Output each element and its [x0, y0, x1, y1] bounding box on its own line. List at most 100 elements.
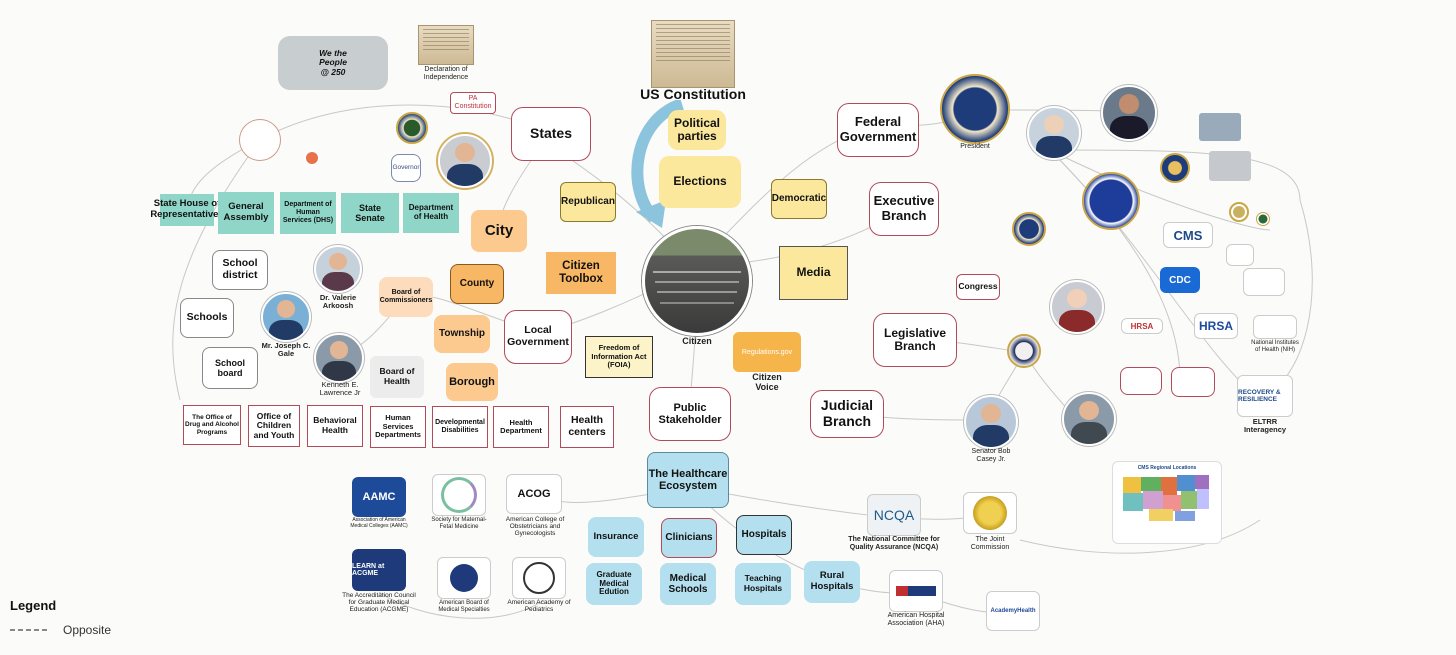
us-constitution-document-image	[651, 20, 735, 88]
school-board-node[interactable]: School board	[202, 347, 258, 389]
hhs-seal	[1082, 172, 1140, 230]
congress-node[interactable]: Congress	[956, 274, 1000, 300]
cms-logo: CMS	[1163, 222, 1213, 248]
biden-photo	[1027, 106, 1081, 160]
smfm-caption: Society for Maternal-Fetal Medicine	[431, 517, 487, 530]
developmental-disabilities-node[interactable]: Developmental Disabilities	[432, 406, 488, 448]
office-drug-node[interactable]: The Office of Drug and Alcohol Programs	[183, 405, 241, 445]
hrsa-small-logo: HRSA	[1121, 318, 1163, 334]
republican-node[interactable]: Republican	[560, 182, 616, 222]
us-map-icon	[1123, 475, 1209, 521]
states-node[interactable]: States	[511, 107, 591, 161]
media-node[interactable]: Media	[779, 246, 848, 300]
governor-photo	[438, 134, 492, 188]
legend-dashed-line	[10, 629, 50, 631]
city-node[interactable]: City	[471, 210, 527, 252]
pa-constitution-node[interactable]: PA Constitution	[450, 92, 496, 114]
congresswoman-photo	[1050, 280, 1104, 334]
legislative-branch-node[interactable]: Legislative Branch	[873, 313, 957, 367]
smfm-logo	[432, 474, 486, 516]
township-node[interactable]: Township	[434, 315, 490, 353]
cdc-logo: CDC	[1160, 267, 1200, 293]
citizen-voice-caption: Citizen Voice	[752, 372, 782, 392]
human-services-node[interactable]: Human Services Departments	[370, 406, 426, 448]
rural-hospitals-node[interactable]: Rural Hospitals	[804, 561, 860, 603]
legend-title: Legend	[10, 598, 57, 613]
medical-schools-node[interactable]: Medical Schools	[660, 563, 716, 605]
harris-photo	[1101, 85, 1157, 141]
joseph-photo	[261, 292, 311, 342]
abms-caption: American Board of Medical Specialties	[438, 600, 490, 613]
joseph-caption: Mr. Joseph C. Gale	[261, 341, 311, 359]
house-representatives-seal	[1012, 212, 1046, 246]
citizen-caption: Citizen	[682, 336, 712, 346]
small-gold-seal	[1229, 202, 1249, 222]
board-commissioners-node[interactable]: Board of Commissioners	[379, 277, 433, 317]
general-assembly-node[interactable]: General Assembly	[218, 192, 274, 234]
federal-government-node[interactable]: Federal Government	[837, 103, 919, 157]
small-red-badge-logo	[304, 150, 320, 166]
us-constitution-label: US Constitution	[640, 86, 746, 103]
citizen-photo	[642, 226, 752, 336]
president-caption: President	[960, 143, 990, 150]
senate-seal	[1007, 334, 1041, 368]
teaching-hospitals-node[interactable]: Teaching Hospitals	[735, 563, 791, 605]
innovation-box	[1171, 367, 1215, 397]
healthcare-ecosystem-node[interactable]: The Healthcare Ecosystem	[647, 452, 729, 508]
borough-node[interactable]: Borough	[446, 363, 498, 401]
ahrq-logo	[1243, 268, 1285, 296]
maternal-health-box	[1120, 367, 1162, 395]
board-health-node[interactable]: Board of Health	[370, 356, 424, 398]
democratic-node[interactable]: Democratic	[771, 179, 827, 219]
abms-logo	[437, 557, 491, 599]
elections-node[interactable]: Elections	[659, 156, 741, 208]
declaration-caption: Declaration of Independence	[423, 66, 469, 81]
acgme-caption: The Accreditation Council for Graduate M…	[342, 592, 416, 614]
aha-caption: American Hospital Association (AHA)	[887, 612, 945, 627]
aamc-caption: Association of American Medical Colleges…	[350, 517, 408, 529]
local-government-node[interactable]: Local Government	[504, 310, 572, 364]
casey-photo	[964, 395, 1018, 449]
kenneth-caption: Kenneth E. Lawrence Jr	[319, 380, 361, 398]
curved-arrow-icon	[631, 100, 685, 228]
fetterman-photo	[1062, 392, 1116, 446]
clinicians-node[interactable]: Clinicians	[661, 518, 717, 558]
pa-state-government-seal	[396, 112, 428, 144]
school-district-node[interactable]: School district	[212, 250, 268, 290]
valerie-caption: Dr. Valerie Arkoosh	[319, 293, 357, 311]
judicial-branch-node[interactable]: Judicial Branch	[810, 390, 884, 438]
ncqa-caption: The National Committee for Quality Assur…	[848, 536, 940, 551]
schools-node[interactable]: Schools	[180, 298, 234, 338]
county-node[interactable]: County	[450, 264, 504, 304]
citizen-toolbox-node[interactable]: Citizen Toolbox	[546, 252, 616, 294]
we-the-people-node[interactable]: We the People @ 250	[278, 36, 388, 90]
hospitals-node[interactable]: Hospitals	[736, 515, 792, 555]
behavioral-health-node[interactable]: Behavioral Health	[307, 405, 363, 447]
governor-node[interactable]: Governor	[391, 154, 421, 182]
valerie-photo	[314, 245, 362, 293]
health-department-node[interactable]: Health Department	[493, 406, 549, 448]
presidential-seal	[940, 74, 1010, 144]
agency-seal-logo	[1209, 151, 1251, 181]
casey-caption: Senator Bob Casey Jr.	[971, 448, 1011, 463]
joint-commission-logo	[963, 492, 1017, 534]
insurance-node[interactable]: Insurance	[588, 517, 644, 557]
public-stakeholder-node[interactable]: Public Stakeholder	[649, 387, 731, 441]
state-senate-node[interactable]: State Senate	[341, 193, 399, 233]
state-house-node[interactable]: State House of Representatives	[150, 194, 224, 226]
office-children-node[interactable]: Office of Children and Youth	[248, 405, 300, 447]
gme-node[interactable]: Graduate Medical Edution	[586, 563, 642, 605]
academy-health-logo: AcademyHealth	[986, 591, 1040, 631]
aamc-logo: AAMC	[352, 477, 406, 517]
foia-node[interactable]: Freedom of Information Act (FOIA)	[585, 336, 653, 378]
department-health-node[interactable]: Department of Health	[403, 193, 459, 233]
health-centers-node[interactable]: Health centers	[560, 406, 614, 448]
executive-branch-node[interactable]: Executive Branch	[869, 182, 939, 236]
national-governors-association-logo	[240, 120, 280, 160]
defense-dept-logo	[1199, 113, 1241, 141]
political-parties-node[interactable]: Political parties	[668, 110, 726, 150]
eltrr-caption: ELTRR Interagency	[1243, 417, 1287, 435]
cms-map-title: CMS Regional Locations	[1137, 465, 1197, 471]
dhs-node[interactable]: Department of Human Services (DHS)	[280, 192, 336, 234]
